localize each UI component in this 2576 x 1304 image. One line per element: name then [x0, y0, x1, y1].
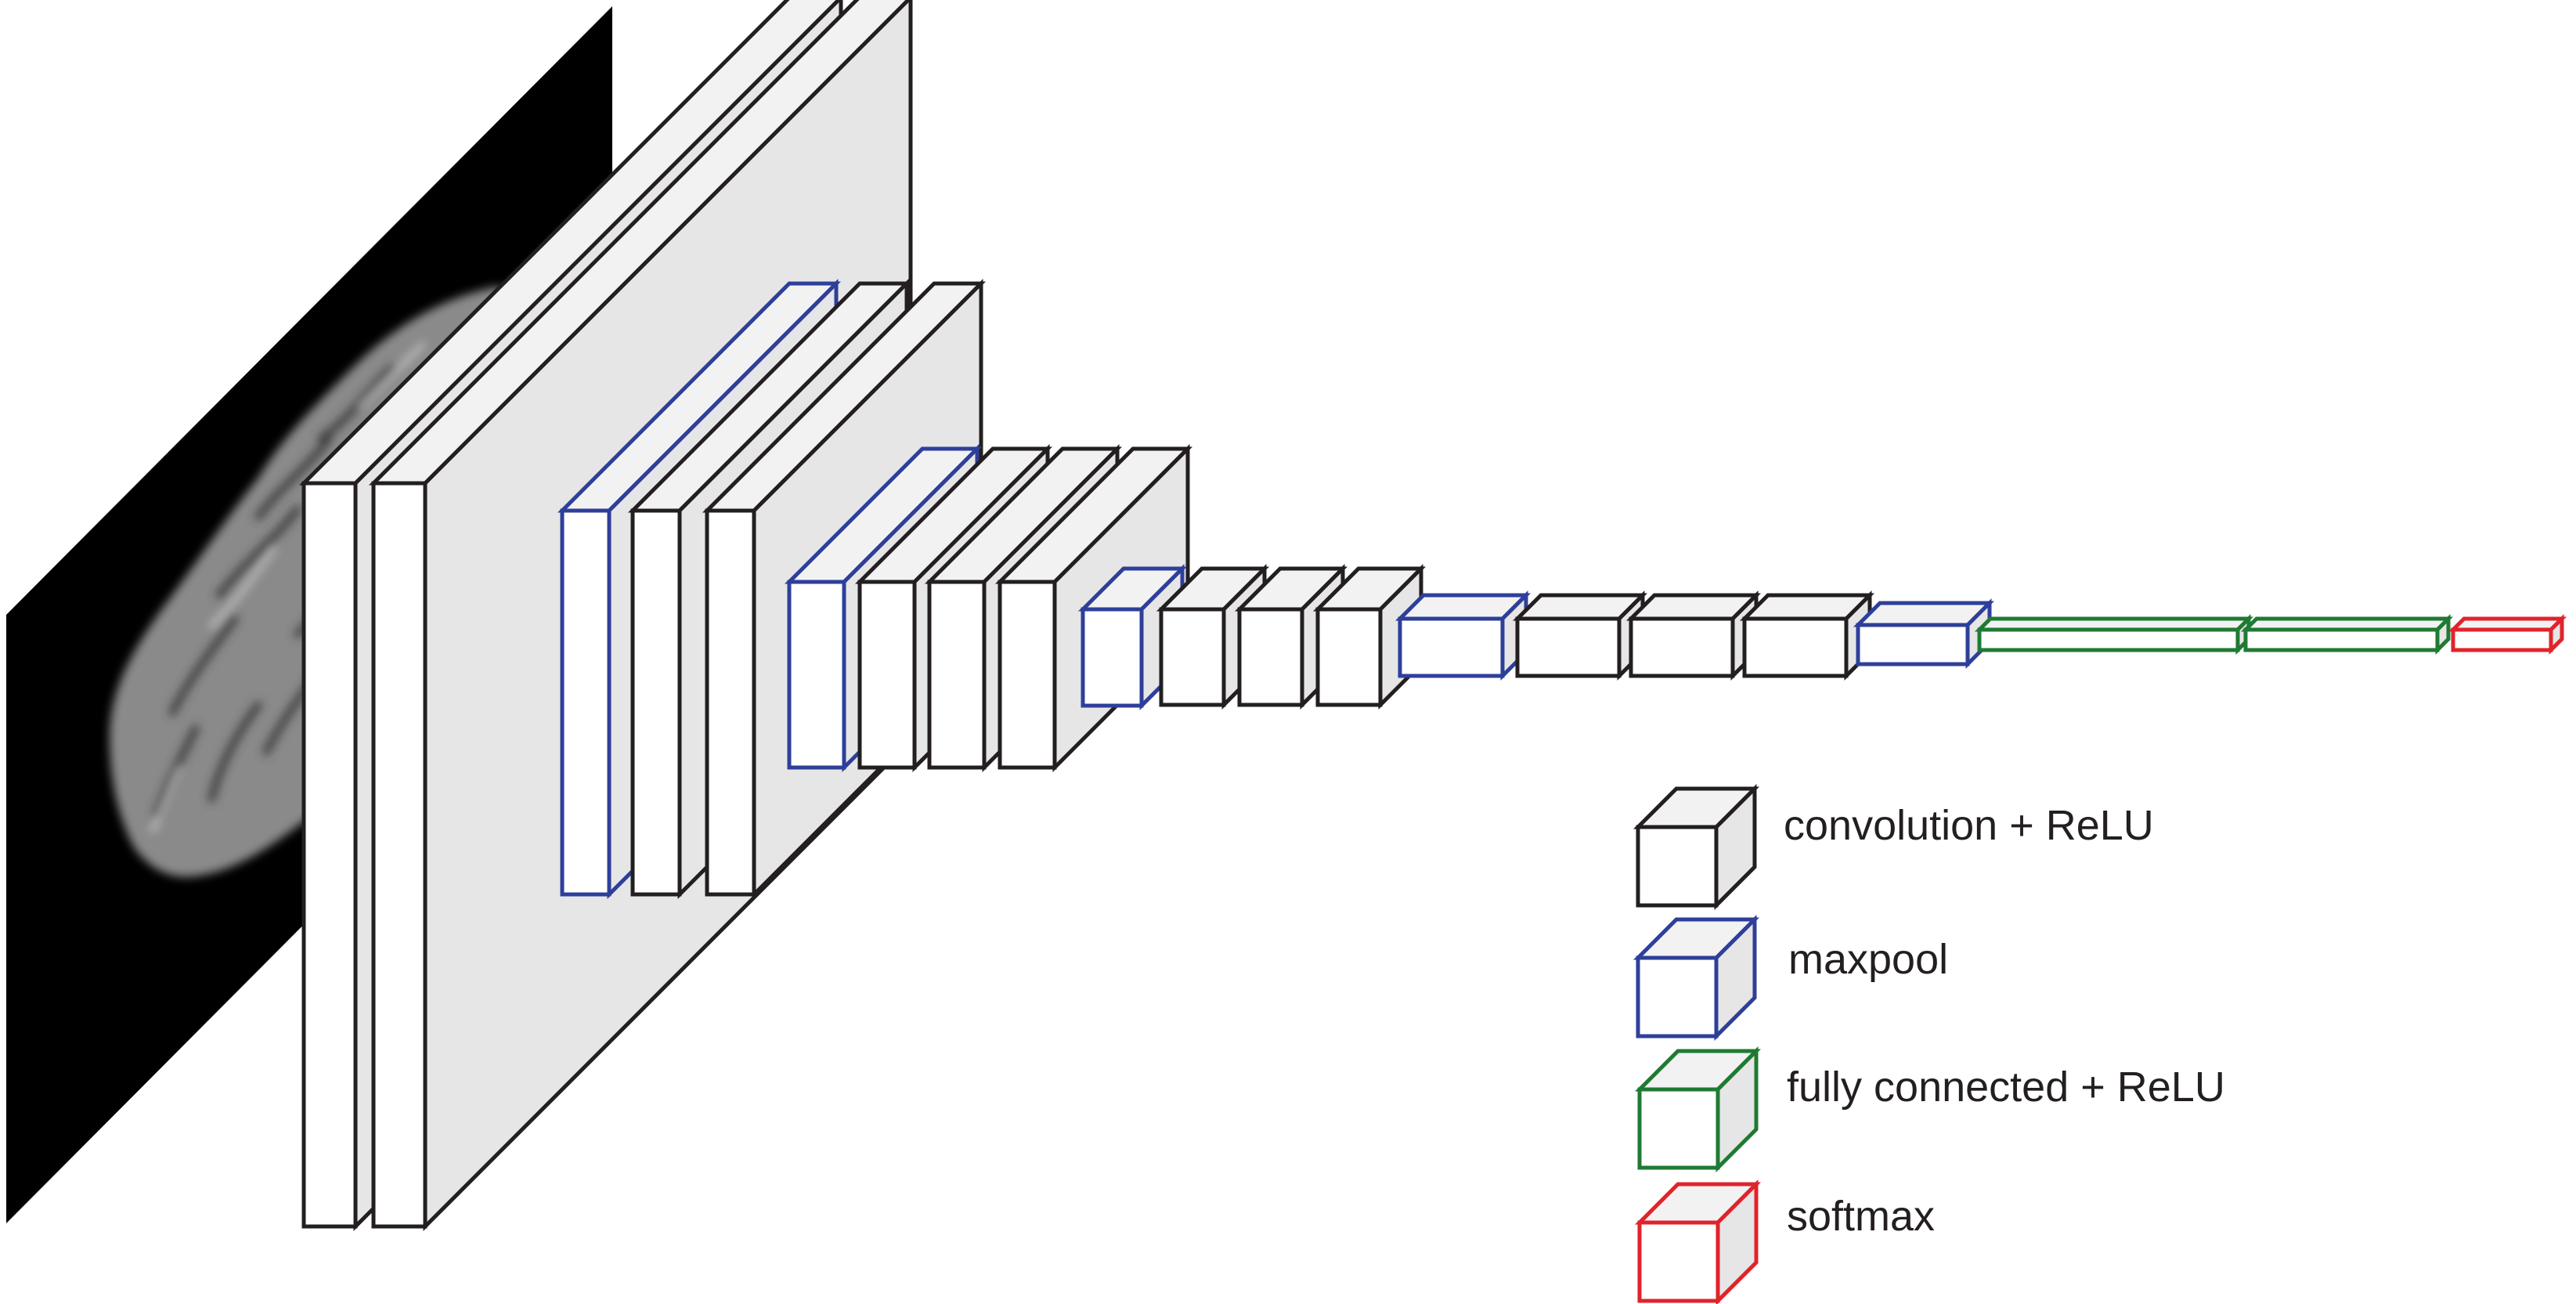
maxpool-block-4 — [1394, 590, 1532, 681]
conv-block-3c-front-face — [998, 580, 1057, 770]
legend-item-softmax: softmax — [1634, 1179, 1935, 1304]
maxpool-block-3-front-face — [1081, 607, 1144, 708]
legend-icon-softmax-cube — [1634, 1179, 1762, 1304]
maxpool-block-5 — [1853, 598, 1995, 670]
legend-label-softmax: softmax — [1787, 1193, 1935, 1240]
network-layers — [298, 0, 2567, 1232]
legend-icon-softmax-cube-front-face — [1637, 1220, 1720, 1303]
legend-icon-maxpool — [1633, 914, 1760, 1042]
softmax-block — [2448, 613, 2567, 656]
legend-icon-fully-connected-cube — [1634, 1046, 1762, 1173]
conv-block-3b-front-face — [927, 580, 987, 770]
fc-block-2 — [2240, 613, 2454, 656]
conv-block-4a-front-face — [1159, 607, 1226, 707]
legend-icon-maxpool-cube-front-face — [1636, 955, 1719, 1039]
legend-label-convolution: convolution + ReLU — [1784, 802, 2154, 849]
conv-block-1a-front-face — [301, 481, 358, 1229]
conv-block-5b — [1625, 590, 1762, 681]
legend-item-maxpool: maxpool — [1633, 914, 1948, 1042]
conv-block-5c — [1739, 590, 1875, 681]
fc-block-2-front-face — [2243, 627, 2440, 652]
maxpool-block-5-front-face — [1856, 623, 1970, 666]
conv-block-5b-front-face — [1629, 616, 1735, 678]
maxpool-block-1-front-face — [560, 508, 612, 897]
conv-block-5c-front-face — [1742, 616, 1849, 678]
maxpool-block-2-front-face — [787, 580, 846, 770]
brain-highlights — [150, 342, 425, 833]
legend: convolution + ReLU maxpool fully connect… — [1633, 783, 2225, 1304]
legend-icon-convolution-cube — [1633, 783, 1760, 911]
legend-item-fully-connected: fully connected + ReLU — [1634, 1046, 2225, 1173]
legend-icon-convolution-cube-front-face — [1636, 825, 1719, 908]
conv-block-5a-front-face — [1515, 616, 1622, 678]
conv-block-2b-front-face — [705, 508, 756, 897]
legend-icon-fully-connected — [1634, 1046, 1762, 1173]
conv-block-1b-front-face — [371, 481, 428, 1229]
conv-block-5a — [1512, 590, 1648, 681]
legend-label-maxpool: maxpool — [1788, 936, 1948, 983]
softmax-block-front-face — [2451, 627, 2553, 652]
fc-block-1-front-face — [1977, 627, 2240, 652]
conv-block-3a-front-face — [857, 580, 917, 770]
maxpool-block-4-front-face — [1398, 616, 1505, 678]
legend-item-convolution: convolution + ReLU — [1633, 783, 2154, 911]
legend-label-fully-connected: fully connected + ReLU — [1787, 1064, 2225, 1111]
legend-icon-fully-connected-cube-front-face — [1637, 1087, 1720, 1170]
conv-block-4b-front-face — [1237, 607, 1304, 707]
legend-icon-maxpool-cube — [1633, 914, 1760, 1042]
conv-block-4c-front-face — [1315, 607, 1383, 707]
legend-icon-convolution — [1633, 783, 1760, 911]
fc-block-1 — [1974, 613, 2254, 656]
legend-icon-softmax — [1634, 1179, 1762, 1304]
conv-block-2a-front-face — [630, 508, 682, 897]
